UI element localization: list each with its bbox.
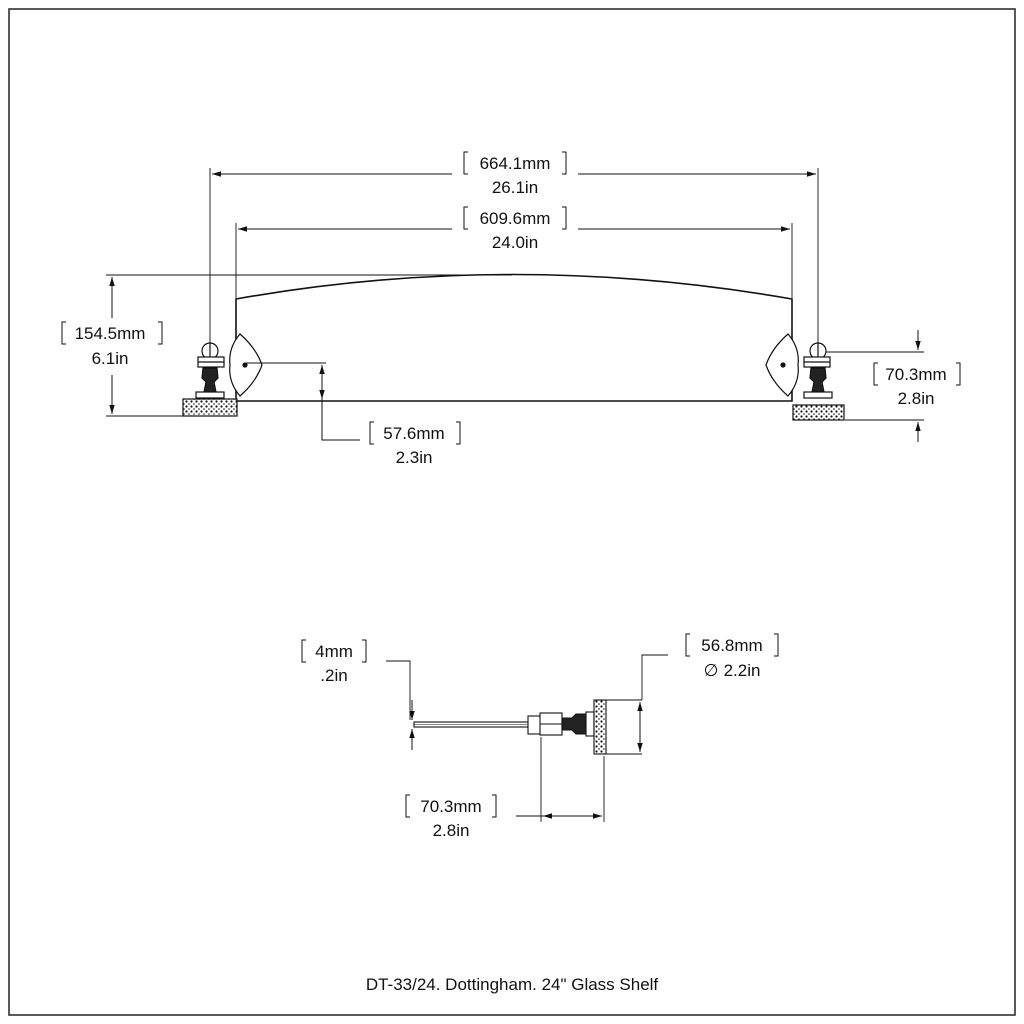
side-extension-lines <box>386 654 668 822</box>
dim-projection: 70.3mm 2.8in <box>405 794 497 840</box>
glass-height-in: 2.3in <box>396 448 433 467</box>
glass-shelf-front <box>235 273 793 402</box>
dimension-labels: 664.1mm 26.1in 609.6mm 24.0in 154.5mm 6.… <box>61 151 961 840</box>
projection-in: 2.8in <box>433 821 470 840</box>
front-dimension-lines <box>109 171 921 442</box>
dim-flange-diameter: 56.8mm ∅ 2.2in <box>685 633 779 680</box>
dim-glass-height: 57.6mm 2.3in <box>369 421 461 467</box>
overall-height-in: 6.1in <box>92 349 129 368</box>
dim-overall-height: 154.5mm 6.1in <box>61 321 163 368</box>
bracket-height-in: 2.8in <box>898 389 935 408</box>
diameter-symbol-icon: ∅ <box>704 661 719 680</box>
dim-overall-width: 664.1mm 26.1in <box>463 151 567 197</box>
overall-height-mm: 154.5mm <box>75 324 146 343</box>
drawing-frame: 664.1mm 26.1in 609.6mm 24.0in 154.5mm 6.… <box>8 8 1016 1016</box>
glass-height-mm: 57.6mm <box>383 424 444 443</box>
front-view <box>106 168 924 442</box>
flange-diameter-in: 2.2in <box>724 661 761 680</box>
page-border <box>8 8 1016 1016</box>
glass-thickness-mm: 4mm <box>315 642 353 661</box>
glass-width-mm: 609.6mm <box>480 209 551 228</box>
bracket-height-mm: 70.3mm <box>885 365 946 384</box>
flange-diameter-mm: 56.8mm <box>701 636 762 655</box>
side-profile <box>413 699 607 755</box>
drawing-caption: DT-33/24. Dottingham. 24" Glass Shelf <box>366 975 659 994</box>
projection-mm: 70.3mm <box>420 797 481 816</box>
glass-width-in: 24.0in <box>492 233 538 252</box>
left-bracket <box>182 333 263 417</box>
overall-width-mm: 664.1mm <box>480 154 551 173</box>
glass-thickness-in: .2in <box>320 666 347 685</box>
dim-glass-width: 609.6mm 24.0in <box>463 206 567 252</box>
caption-group: DT-33/24. Dottingham. 24" Glass Shelf <box>366 975 659 994</box>
dim-bracket-height: 70.3mm 2.8in <box>873 362 961 408</box>
side-dimension-lines <box>409 700 643 819</box>
overall-width-in: 26.1in <box>492 178 538 197</box>
side-view <box>386 654 668 822</box>
front-extension-lines <box>106 168 924 421</box>
right-bracket <box>765 333 845 421</box>
dim-glass-thickness: 4mm .2in <box>301 639 367 685</box>
technical-drawing: 664.1mm 26.1in 609.6mm 24.0in 154.5mm 6.… <box>8 8 1016 1016</box>
